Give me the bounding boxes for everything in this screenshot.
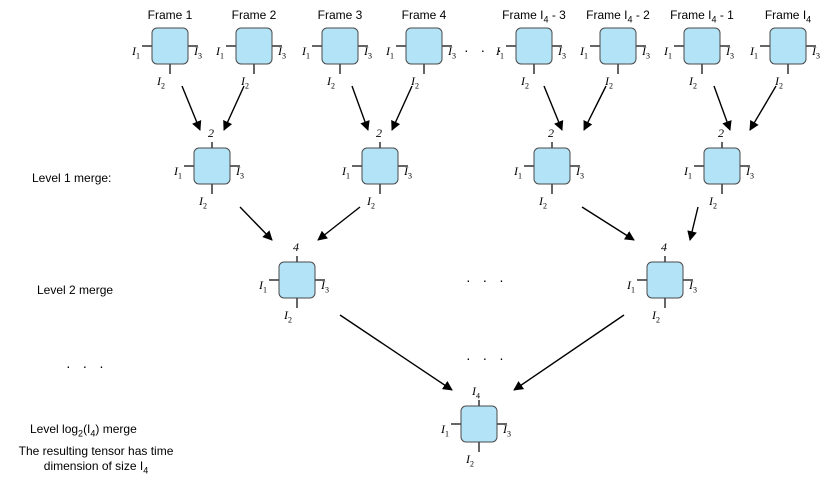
ellipsis-middle: · · · xyxy=(466,350,508,366)
tensor-node-frame-3 xyxy=(312,27,368,74)
index-i2-frame-1: I2 xyxy=(157,74,165,91)
arrow-frame-to-l1-2 xyxy=(223,85,245,131)
index-i1-frame-2: I1 xyxy=(216,44,224,61)
index-top-level1-3: 2 xyxy=(548,126,554,140)
final-level-label: Level log2(I4) merge xyxy=(30,422,137,439)
ellipsis-level2: · · · xyxy=(466,272,508,288)
index-i3-frame-6: I3 xyxy=(642,44,650,61)
index-i1-frame-3: I1 xyxy=(302,44,310,61)
index-top-final: I4 xyxy=(472,384,480,401)
tensor-node-frame-2 xyxy=(226,27,282,74)
result-text-line1: The resulting tensor has time xyxy=(18,444,174,458)
frame-label-8: Frame I4 xyxy=(764,8,812,25)
tensor-node-level2-2 xyxy=(637,256,693,308)
index-i3-frame-4: I3 xyxy=(448,44,456,61)
arrow-l2-to-final-2 xyxy=(513,314,625,391)
index-i1-frame-5: I1 xyxy=(496,44,504,61)
index-i3-final: I3 xyxy=(503,422,511,439)
tensor-node-frame-6 xyxy=(590,27,646,74)
ellipsis-frames: · · · xyxy=(464,42,506,58)
index-i2-frame-2: I2 xyxy=(241,74,249,91)
index-i2-level1-4: I2 xyxy=(709,194,717,211)
tensor-node-frame-4 xyxy=(396,27,452,74)
level-1-label: Level 1 merge: xyxy=(32,171,112,185)
index-i3-frame-7: I3 xyxy=(726,44,734,61)
tensor-node-level1-2 xyxy=(352,142,408,194)
arrow-frame-to-l1-1 xyxy=(181,85,202,131)
index-i2-final: I2 xyxy=(466,452,474,469)
index-i1-level1-1: I1 xyxy=(174,164,182,181)
arrow-frame-to-l1-4 xyxy=(391,85,413,131)
index-i3-level2-1: I3 xyxy=(321,278,329,295)
frame-label-2: Frame 2 xyxy=(231,8,277,22)
index-i2-frame-4: I2 xyxy=(411,74,419,91)
tensor-node-level2-1 xyxy=(269,256,325,308)
index-i2-frame-3: I2 xyxy=(327,74,335,91)
index-i1-frame-6: I1 xyxy=(580,44,588,61)
index-i1-frame-4: I1 xyxy=(386,44,394,61)
index-i1-level2-2: I1 xyxy=(627,278,635,295)
index-i2-frame-6: I2 xyxy=(605,74,613,91)
index-top-level2-2: 4 xyxy=(661,240,667,254)
arrow-l1-to-l2-1 xyxy=(239,206,273,241)
arrow-frame-to-l1-8 xyxy=(749,85,777,131)
tensor-node-level1-4 xyxy=(694,142,750,194)
index-top-level1-1: 2 xyxy=(208,126,214,140)
index-i3-level1-3: I3 xyxy=(576,164,584,181)
index-i1-frame-1: I1 xyxy=(132,44,140,61)
index-i3-frame-2: I3 xyxy=(278,44,286,61)
tensor-node-level1-1 xyxy=(184,142,240,194)
index-i1-level1-3: I1 xyxy=(514,164,522,181)
frame-label-5: Frame I4 - 3 xyxy=(502,8,566,25)
frame-label-6: Frame I4 - 2 xyxy=(586,8,650,25)
index-i3-level1-2: I3 xyxy=(404,164,412,181)
arrow-frame-to-l1-3 xyxy=(351,85,370,131)
index-i2-frame-8: I2 xyxy=(775,74,783,91)
index-i2-level2-1: I2 xyxy=(284,308,292,325)
index-i2-level1-3: I2 xyxy=(539,194,547,211)
index-i3-level1-4: I3 xyxy=(746,164,754,181)
result-text-line2: dimension of size I4 xyxy=(43,459,149,476)
index-i3-frame-8: I3 xyxy=(812,44,820,61)
index-i3-frame-5: I3 xyxy=(558,44,566,61)
arrow-l1-to-l2-2 xyxy=(317,206,361,241)
frame-label-1: Frame 1 xyxy=(147,8,193,22)
index-i1-final: I1 xyxy=(441,422,449,439)
tensor-node-frame-8 xyxy=(760,27,816,74)
index-i3-frame-3: I3 xyxy=(364,44,372,61)
index-i1-frame-8: I1 xyxy=(750,44,758,61)
index-i2-frame-7: I2 xyxy=(689,74,697,91)
index-i2-level1-1: I2 xyxy=(199,194,207,211)
tensor-node-final xyxy=(451,400,507,452)
frame-label-4: Frame 4 xyxy=(401,8,447,22)
index-i3-frame-1: I3 xyxy=(194,44,202,61)
frame-label-7: Frame I4 - 1 xyxy=(670,8,734,25)
arrow-l2-to-final-1 xyxy=(339,314,453,391)
index-top-level1-4: 2 xyxy=(718,126,724,140)
level-2-label: Level 2 merge xyxy=(37,283,114,297)
index-i2-frame-5: I2 xyxy=(521,74,529,91)
tensor-node-frame-7 xyxy=(674,27,730,74)
index-i1-frame-7: I1 xyxy=(664,44,672,61)
arrow-frame-to-l1-6 xyxy=(583,85,607,131)
arrow-frame-to-l1-5 xyxy=(543,85,564,131)
ellipsis-left: · · · xyxy=(66,358,108,374)
tensor-node-level1-3 xyxy=(524,142,580,194)
index-top-level2-1: 4 xyxy=(293,240,299,254)
arrow-l1-to-l2-3 xyxy=(581,206,635,241)
arrow-frame-to-l1-7 xyxy=(713,85,732,131)
index-i1-level1-4: I1 xyxy=(684,164,692,181)
arrow-l1-to-l2-4 xyxy=(687,206,699,241)
index-top-level1-2: 2 xyxy=(376,126,382,140)
tensor-node-frame-5 xyxy=(506,27,562,74)
frame-label-3: Frame 3 xyxy=(317,8,363,22)
tensor-node-frame-1 xyxy=(142,27,198,74)
index-i2-level1-2: I2 xyxy=(367,194,375,211)
index-i3-level1-1: I3 xyxy=(236,164,244,181)
index-i2-level2-2: I2 xyxy=(652,308,660,325)
index-i1-level1-2: I1 xyxy=(342,164,350,181)
index-i1-level2-1: I1 xyxy=(259,278,267,295)
index-i3-level2-2: I3 xyxy=(689,278,697,295)
